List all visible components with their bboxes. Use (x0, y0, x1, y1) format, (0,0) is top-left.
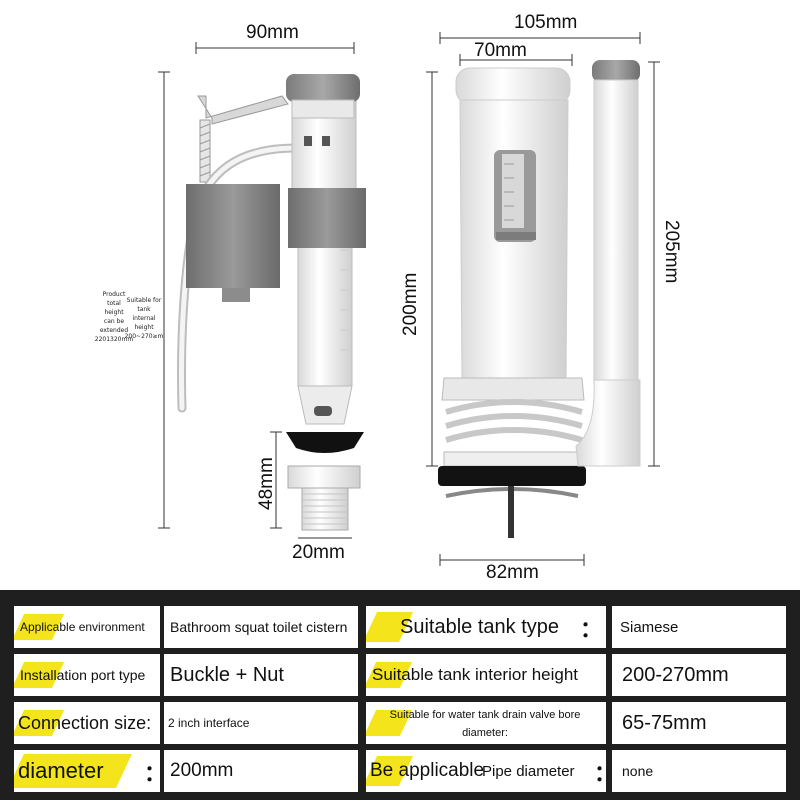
spec-label-cell: Suitable tank type ： (366, 606, 606, 648)
fill-valve (177, 74, 366, 531)
note-line: total (107, 300, 121, 307)
note-line: can be (103, 318, 125, 325)
spec-value-cell: Bathroom squat toilet cistern (164, 606, 358, 648)
product-height-note: Product total height can be extended 220… (94, 290, 134, 344)
spec-label-overlap: Pipe diameter (482, 762, 575, 780)
spec-label-cell: Suitable tank interior height (366, 654, 606, 696)
drain-height-label: 200mm (400, 272, 421, 336)
spec-value-cell: Buckle + Nut (164, 654, 358, 696)
spec-label-cell: diameter ： (14, 750, 160, 792)
spec-value: 65-75mm (622, 711, 707, 734)
note-line: height (134, 324, 154, 331)
note-line: tank (137, 306, 151, 313)
spec-value-cell: Siamese (612, 606, 786, 648)
spec-label: diameter (18, 758, 104, 783)
note-line: extended (99, 327, 129, 334)
note-line: internal (132, 315, 156, 322)
valve-port-height-label: 48mm (256, 457, 277, 510)
spec-label-cell: Connection size: (14, 702, 160, 744)
valve-port-width-label: 20mm (292, 542, 345, 563)
spec-label: Installation port type (20, 667, 146, 683)
note-line: Product (102, 291, 126, 298)
spec-value: 200mm (170, 760, 234, 781)
spec-table: Applicable environment Bathroom squat to… (0, 590, 800, 800)
spec-value: Bathroom squat toilet cistern (170, 619, 348, 635)
spec-value-cell: none (612, 750, 786, 792)
spec-label-cell: Be applicable Pipe diameter ： (366, 750, 606, 792)
overflow-height-label: 205mm (661, 220, 682, 284)
colon-separator: ： (580, 617, 603, 642)
valve-width-label: 90mm (246, 22, 299, 43)
drain-total-width-label: 105mm (514, 12, 578, 33)
dimension-lines (158, 32, 660, 566)
spec-label: Connection size: (18, 712, 152, 733)
product-illustration: 90mm 48mm 20mm 105mm 70mm 200mm 205mm 82… (94, 12, 682, 583)
spec-value: none (622, 763, 654, 779)
spec-value-cell: 65-75mm (612, 702, 786, 744)
spec-label: Suitable for water tank drain valve bore… (389, 709, 581, 739)
spec-value: Siamese (620, 618, 679, 636)
suitable-height-note: Suitable for tank internal height 200~27… (124, 296, 164, 341)
note-line: Suitable for (126, 297, 162, 304)
spec-label: Suitable tank interior height (372, 665, 579, 684)
colon-separator: ： (144, 756, 160, 788)
note-line: 200~270≥m (124, 333, 164, 340)
spec-value-cell: 200-270mm (612, 654, 786, 696)
spec-label: Applicable environment (20, 620, 145, 634)
spec-value: 2 inch interface (168, 716, 250, 730)
spec-label: Suitable tank type (400, 615, 559, 638)
spec-value-cell: 200mm (164, 750, 358, 792)
drain-valve (438, 60, 641, 538)
note-line: 2201320mm (94, 336, 134, 343)
note-line: height (104, 309, 124, 316)
spec-label-cell: Suitable for water tank drain valve bore… (366, 702, 606, 744)
spec-value-cell: 2 inch interface (164, 702, 358, 744)
spec-label-cell: Applicable environment (14, 606, 160, 648)
spec-label: Be applicable (370, 760, 485, 781)
spec-value: 200-270mm (622, 663, 729, 686)
product-drawing (158, 32, 660, 566)
drain-bottom-width-label: 82mm (486, 562, 539, 583)
colon-separator: ： (594, 756, 606, 788)
drain-top-width-label: 70mm (474, 40, 527, 61)
spec-label-cell: Installation port type (14, 654, 160, 696)
spec-value: Buckle + Nut (170, 663, 284, 686)
